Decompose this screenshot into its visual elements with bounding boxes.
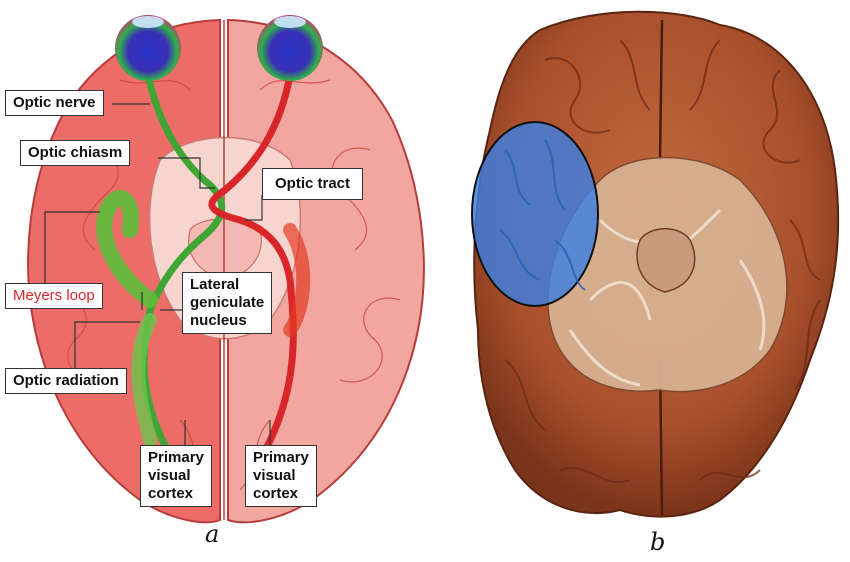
- pons-medulla: [636, 228, 696, 293]
- highlight-gyri: [499, 139, 586, 291]
- caption-a: a: [205, 520, 220, 548]
- caption-b: b: [650, 528, 666, 556]
- longitudinal-fissure: [658, 19, 664, 161]
- left-eye: [115, 15, 181, 81]
- label-meyers-loop: Meyers loop: [5, 283, 103, 309]
- label-primary-visual-cortex-left: Primary visual cortex: [140, 445, 212, 507]
- right-eye: [257, 15, 323, 81]
- label-optic-nerve: Optic nerve: [5, 90, 104, 116]
- right-radiation-red: [283, 223, 311, 337]
- right-eye-highlight: [274, 16, 306, 28]
- meyers-loop-green: [96, 190, 158, 308]
- leader-lines: [44, 103, 271, 448]
- label-primary-visual-cortex-right: Primary visual cortex: [245, 445, 317, 507]
- panel-b-photo: [471, 10, 840, 518]
- brain-gyri: [504, 39, 821, 483]
- optic-pathway-red: [208, 71, 297, 464]
- label-optic-tract: Optic tract: [262, 168, 364, 200]
- label-optic-radiation: Optic radiation: [5, 368, 127, 394]
- optic-radiation-green: [131, 313, 157, 447]
- temporal-lobe-highlight: [471, 121, 599, 307]
- label-optic-chiasm: Optic chiasm: [20, 140, 131, 166]
- left-eye-highlight: [132, 16, 164, 28]
- right-hemisphere: [227, 18, 425, 524]
- label-lateral-geniculate-nucleus: Lateral geniculate nucleus: [182, 272, 273, 334]
